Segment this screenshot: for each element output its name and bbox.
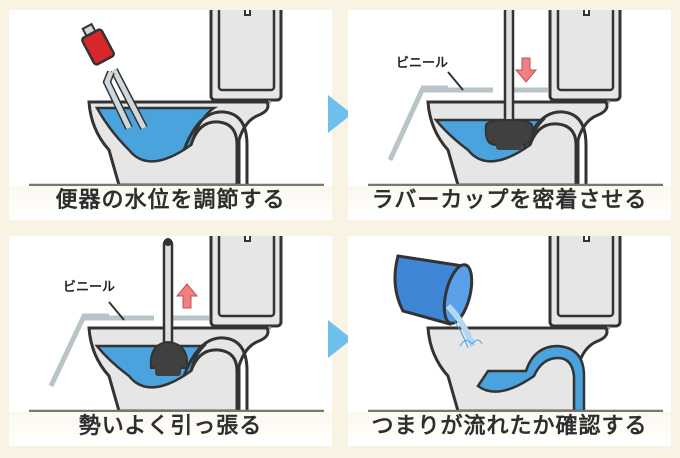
water-pump-icon bbox=[81, 22, 148, 130]
step-4-panel: つまりが流れたか確認する bbox=[348, 236, 671, 446]
down-arrow-icon bbox=[514, 57, 538, 83]
step-3-panel: ビニール 勢いよく引っ張る bbox=[9, 236, 332, 446]
step-2-caption: ラバーカップを密着させる bbox=[348, 186, 671, 216]
plunger-icon bbox=[149, 238, 189, 376]
step-1-panel: 便器の水位を調節する bbox=[9, 10, 332, 220]
bucket-flush-illustration bbox=[368, 236, 663, 413]
step-4-caption: つまりが流れたか確認する bbox=[348, 412, 671, 442]
vinyl-label: ビニール bbox=[63, 280, 116, 295]
up-arrow-icon bbox=[175, 283, 199, 309]
toilet-water-level-illustration bbox=[29, 10, 324, 187]
step-1-caption: 便器の水位を調節する bbox=[9, 186, 332, 216]
vinyl-label: ビニール bbox=[396, 56, 449, 71]
step-3-caption: 勢いよく引っ張る bbox=[9, 412, 332, 442]
bucket-icon bbox=[393, 254, 483, 349]
step-2-panel: ビニール ラバーカップを密着させる bbox=[348, 10, 671, 220]
plunger-icon bbox=[484, 10, 534, 150]
plunger-pull-illustration bbox=[29, 236, 324, 413]
plunger-seal-illustration bbox=[368, 10, 663, 187]
